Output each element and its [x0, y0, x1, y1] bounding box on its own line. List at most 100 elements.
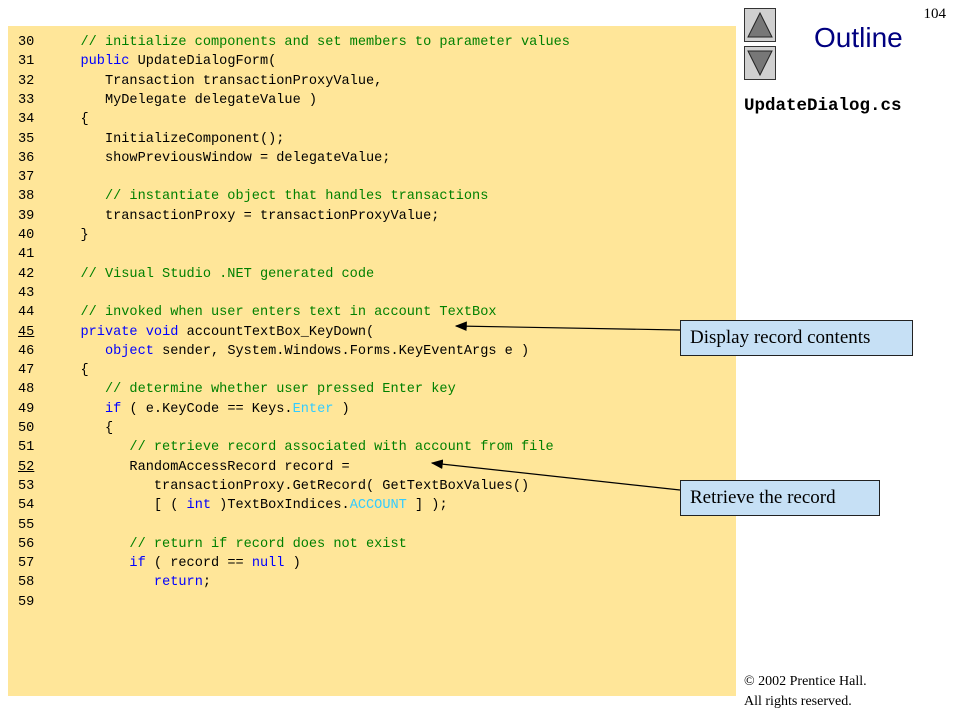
code-token: ; — [202, 575, 212, 591]
code-token: )TextBoxIndices. — [211, 498, 350, 514]
line-number: 49 — [18, 401, 35, 417]
code-text: MyDelegate delegateValue ) — [56, 91, 317, 110]
code-text: transactionProxy = transactionProxyValue… — [56, 207, 439, 226]
line-number: 40 — [18, 228, 35, 243]
line-number: 31 — [18, 54, 35, 70]
code-text: showPreviousWindow = delegateValue; — [56, 149, 391, 168]
code-token: // invoked when user enters text in acco… — [56, 305, 497, 321]
code-token: // return if record does not exist — [56, 536, 407, 552]
code-text: object sender, System.Windows.Forms.KeyE… — [56, 342, 529, 361]
code-token: transactionProxy.GetRecord( GetTextBoxVa… — [56, 478, 530, 494]
code-token — [56, 402, 105, 417]
code-text: // instantiate object that handles trans… — [56, 187, 488, 206]
code-token — [56, 54, 80, 69]
code-token: transactionProxy = transactionProxyValue… — [56, 208, 440, 224]
page-number: 104 — [923, 6, 947, 22]
callout-display-record: Display record contents — [680, 320, 913, 356]
code-text: // determine whether user pressed Enter … — [56, 380, 456, 399]
triangle-down-icon — [747, 50, 773, 77]
code-token: ACCOUNT — [349, 498, 407, 514]
line-number: 47 — [18, 363, 35, 379]
code-token: ] ); — [406, 498, 448, 514]
code-token: { — [56, 112, 89, 128]
code-token: object — [104, 343, 154, 359]
code-text: if ( e.KeyCode == Keys.Enter ) — [56, 400, 350, 419]
code-text: transactionProxy.GetRecord( GetTextBoxVa… — [56, 477, 529, 496]
code-panel: 30 // initialize components and set memb… — [8, 26, 736, 696]
outline-title: Outline — [814, 22, 903, 53]
code-token: private — [80, 324, 138, 340]
code-token: // Visual Studio .NET generated code — [56, 266, 375, 282]
line-number: 35 — [18, 131, 35, 147]
code-text: { — [56, 419, 113, 438]
line-number: 57 — [18, 556, 35, 572]
code-token: ) — [333, 401, 350, 417]
code-text: { — [56, 361, 89, 380]
code-token: // determine whether user pressed Enter … — [56, 382, 456, 398]
code-token: void — [145, 324, 179, 340]
copyright-line-2: All rights reserved. — [744, 694, 852, 709]
line-number: 59 — [18, 594, 35, 610]
line-number: 37 — [18, 170, 35, 186]
code-text: // invoked when user enters text in acco… — [56, 303, 497, 322]
code-text: // retrieve record associated with accou… — [56, 438, 553, 457]
line-number: 30 — [18, 35, 35, 50]
line-number: 36 — [18, 150, 35, 166]
next-slide-button[interactable] — [744, 46, 776, 80]
code-token — [56, 575, 154, 590]
code-token: // instantiate object that handles trans… — [56, 189, 489, 205]
code-token: int — [186, 498, 212, 514]
line-number: 48 — [18, 382, 35, 398]
line-number: 33 — [18, 92, 35, 108]
code-token — [56, 325, 80, 340]
code-token: if — [104, 401, 122, 417]
line-number: 39 — [18, 208, 35, 224]
code-text: [ ( int )TextBoxIndices.ACCOUNT ] ); — [56, 496, 448, 515]
code-text: } — [56, 226, 89, 245]
code-token: UpdateDialogForm( — [129, 54, 277, 70]
line-number: 38 — [18, 189, 35, 205]
code-text: // return if record does not exist — [56, 535, 407, 554]
code-token: InitializeComponent(); — [56, 131, 285, 147]
code-token — [138, 325, 146, 340]
code-token: Transaction transactionProxyValue, — [56, 73, 383, 89]
code-token: null — [251, 556, 285, 572]
line-number: 32 — [18, 73, 35, 89]
code-token: { — [56, 363, 89, 379]
previous-slide-button[interactable] — [744, 8, 776, 42]
code-text: InitializeComponent(); — [56, 130, 284, 149]
line-number: 51 — [18, 440, 35, 456]
copyright-line-1: © 2002 Prentice Hall. — [744, 674, 867, 689]
line-number: 50 — [18, 421, 35, 436]
line-number: 53 — [18, 478, 35, 494]
code-token: sender, System.Windows.Forms.KeyEventArg… — [153, 343, 530, 359]
code-token — [56, 556, 129, 571]
line-number: 55 — [18, 517, 35, 533]
code-text: Transaction transactionProxyValue, — [56, 72, 382, 91]
copyright: © 2002 Prentice Hall. All rights reserve… — [744, 672, 867, 712]
code-token: return — [153, 575, 203, 591]
code-text: RandomAccessRecord record = — [56, 458, 349, 477]
code-token: accountTextBox_KeyDown( — [178, 324, 375, 340]
code-token: MyDelegate delegateValue ) — [56, 92, 318, 108]
code-text: public UpdateDialogForm( — [56, 52, 276, 71]
code-token: public — [80, 54, 130, 70]
line-number: 42 — [18, 266, 35, 282]
code-text: private void accountTextBox_KeyDown( — [56, 323, 374, 342]
line-number: 41 — [18, 247, 35, 263]
line-number: 43 — [18, 285, 35, 301]
code-token: if — [129, 556, 146, 572]
code-token: Enter — [292, 401, 334, 417]
code-token: ( e.KeyCode == Keys. — [121, 401, 293, 417]
code-token: showPreviousWindow = delegateValue; — [56, 150, 391, 166]
line-number: 56 — [18, 536, 35, 552]
line-number: 54 — [18, 498, 35, 514]
code-token: ( record == — [145, 556, 252, 572]
callout-retrieve-record: Retrieve the record — [680, 480, 880, 516]
code-text: return; — [56, 573, 211, 592]
code-token: } — [56, 228, 89, 243]
line-number: 34 — [18, 112, 35, 128]
line-number: 46 — [18, 343, 35, 359]
triangle-up-icon — [747, 11, 773, 38]
line-number: 44 — [18, 305, 35, 321]
